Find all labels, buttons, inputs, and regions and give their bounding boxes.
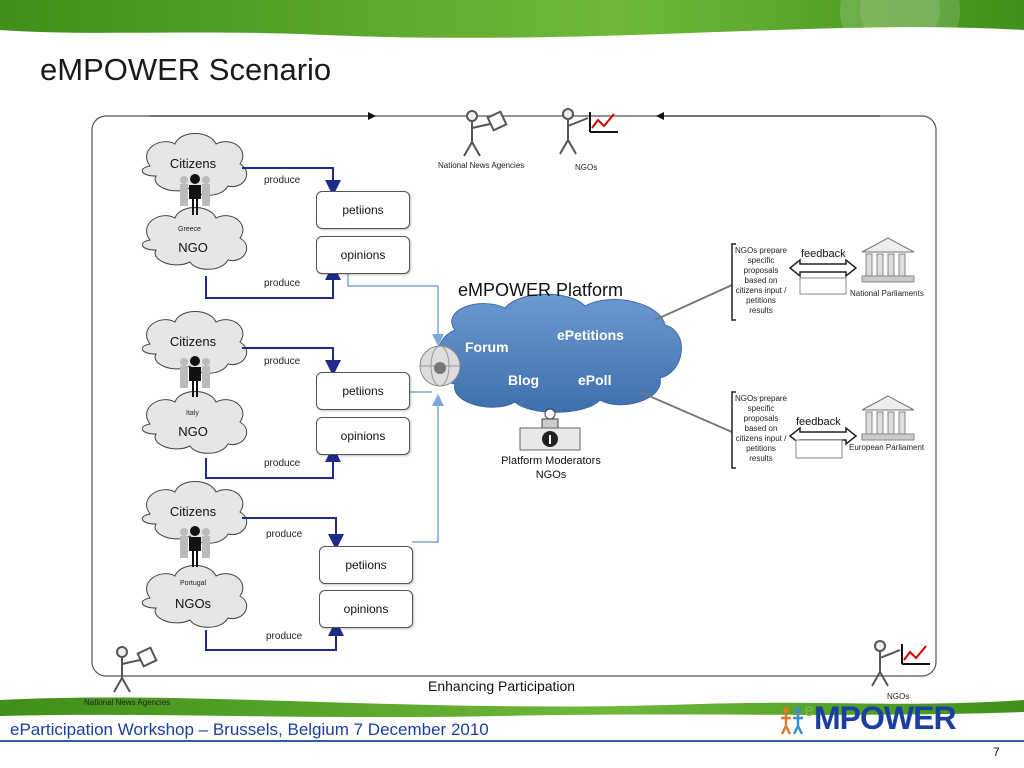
group-greece-citizens: Citizens [169, 156, 217, 171]
news-agency-icons [113, 110, 508, 693]
platform-cloud [435, 293, 682, 413]
group-greece-opinions-box: opinions [316, 236, 410, 274]
top-ngos-label: NGOs [575, 163, 598, 172]
group-portugal-produce-bottom: produce [266, 631, 303, 642]
output-european-feedback: feedback [796, 416, 841, 428]
group-italy-opinions-box: opinions [316, 417, 410, 455]
logo-e: e [804, 700, 815, 720]
scenario-frame [91, 115, 937, 677]
bottom-news-agencies-label: National News Agencies [84, 698, 171, 707]
group-clouds [141, 133, 248, 628]
note-line: based on [744, 424, 778, 433]
group-italy-citizens: Citizens [169, 334, 217, 349]
slide-title: eMPOWER Scenario [40, 52, 332, 87]
note-line: NGOs prepare [734, 394, 788, 403]
platform-forum: Forum [465, 339, 509, 355]
group-italy-petitions-label: petiions [342, 384, 384, 398]
group-portugal-ngos: NGOs [174, 596, 212, 611]
output-european-note: NGOs prepare specific proposals based on… [728, 394, 794, 464]
group-portugal-opinions-box: opinions [319, 590, 413, 628]
group-italy-produce-bottom: produce [264, 458, 301, 469]
note-line: results [749, 454, 773, 463]
output-national-note: NGOs prepare specific proposals based on… [728, 246, 794, 316]
note-line: citizens input / [735, 286, 787, 295]
group-portugal-citizens: Citizens [169, 504, 217, 519]
logo-mpower: MPOWER [814, 700, 957, 736]
bottom-banner [0, 697, 1024, 742]
output-national-feedback: feedback [801, 248, 846, 260]
note-line: petitions [746, 444, 776, 453]
group-italy-ngo: NGO [178, 424, 208, 439]
moderators-line2: NGOs [535, 469, 567, 481]
parliament-icons [861, 237, 915, 441]
group-greece-produce-bottom: produce [264, 278, 301, 289]
group-greece-produce-top: produce [264, 175, 301, 186]
group-portugal-petitions-label: petiions [345, 558, 387, 572]
note-line: specific [747, 256, 775, 265]
moderators-line1: Platform Moderators [501, 455, 601, 467]
output-national-target: National Parliaments [850, 289, 924, 298]
footer-text: eParticipation Workshop – Brussels, Belg… [10, 720, 489, 739]
group-italy-petitions-box: petiions [316, 372, 410, 410]
group-greece-country: Greece [178, 226, 201, 233]
produce-arrows [205, 167, 344, 651]
group-italy-produce-top: produce [264, 356, 301, 367]
top-banner [0, 0, 1024, 70]
note-line: NGOs prepare [734, 246, 788, 255]
people-icons [180, 174, 210, 567]
globe-icon [419, 345, 461, 387]
note-line: proposals [743, 266, 779, 275]
platform-moderators: Platform Moderators NGOs [486, 454, 616, 482]
top-news-agencies-label: National News Agencies [438, 161, 525, 170]
empower-logo: eMPOWER [778, 700, 957, 737]
note-line: citizens input / [735, 434, 787, 443]
moderator-icon [519, 408, 581, 451]
logo-people-icon [780, 707, 804, 735]
bottom-ngos-label: NGOs [887, 692, 910, 701]
output-european-target: European Parliament [849, 443, 925, 452]
group-portugal-opinions-label: opinions [343, 602, 389, 616]
group-portugal-petitions-box: petiions [319, 546, 413, 584]
note-line: specific [747, 404, 775, 413]
group-greece-ngo: NGO [178, 240, 208, 255]
platform-title: eMPOWER Platform [458, 280, 624, 300]
group-italy-country: Italy [186, 410, 199, 417]
ngo-presenter-icons [559, 108, 930, 687]
group-greece-petitions-box: petiions [316, 191, 410, 229]
note-line: based on [744, 276, 778, 285]
platform-blog: Blog [508, 372, 540, 388]
platform-epetitions: ePetitions [557, 327, 624, 343]
note-line: proposals [743, 414, 779, 423]
page-number: 7 [993, 745, 1000, 759]
document-icons [795, 277, 847, 459]
group-italy-opinions-label: opinions [340, 429, 386, 443]
group-greece-petitions-label: petiions [342, 203, 384, 217]
group-greece-opinions-label: opinions [340, 248, 386, 262]
enhancing-participation-label: Enhancing Participation [428, 678, 576, 694]
note-line: results [749, 306, 773, 315]
platform-arrows [347, 272, 444, 543]
group-portugal-produce-top: produce [266, 529, 303, 540]
group-portugal-country: Portugal [180, 580, 207, 587]
note-line: petitions [746, 296, 776, 305]
platform-epoll: ePoll [578, 372, 612, 388]
